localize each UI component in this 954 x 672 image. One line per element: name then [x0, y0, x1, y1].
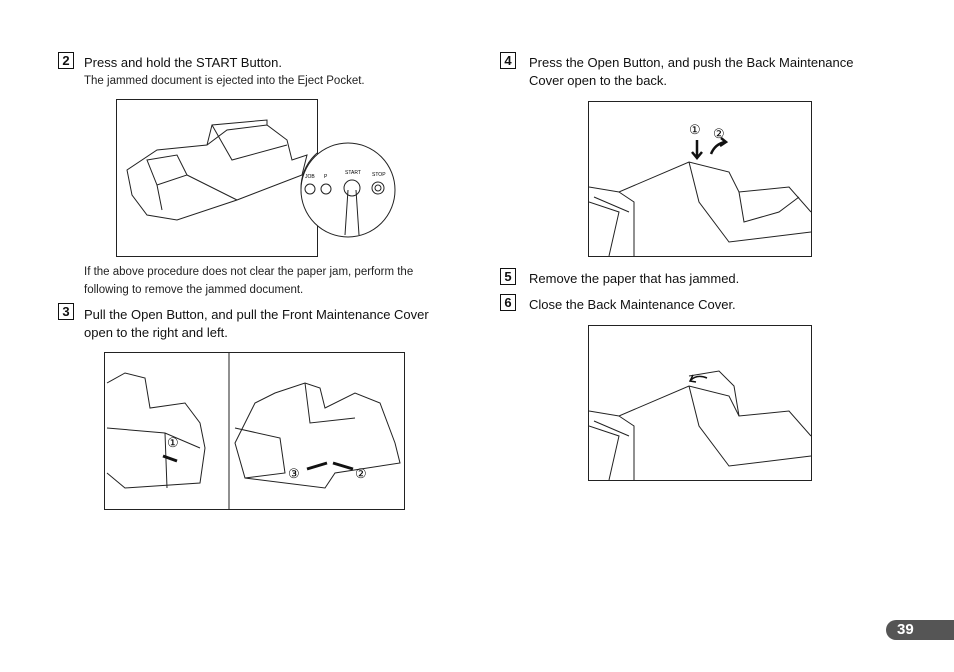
step-number-5: 5	[500, 268, 516, 285]
step-5-text: Remove the paper that has jammed.	[529, 271, 740, 286]
button-panel-closeup: JOB P START STOP	[298, 140, 398, 240]
step-number-2: 2	[58, 52, 74, 69]
button-label-stop: STOP	[372, 172, 386, 178]
step-3-line-2: open to the right and left.	[84, 325, 228, 340]
page-number: 39	[886, 620, 954, 640]
figure-back-cover-open: ① ②	[588, 101, 812, 257]
step-2-subtext: The jammed document is ejected into the …	[84, 75, 365, 87]
step-4-line-1: Press the Open Button, and push the Back…	[529, 55, 854, 70]
figure-start-button	[116, 99, 318, 257]
callout-3: ③	[288, 466, 300, 481]
figure-front-cover: ① ③ ②	[104, 352, 405, 510]
callout-1: ①	[167, 435, 179, 450]
button-label-p: P	[324, 174, 328, 180]
note-line-1: If the above procedure does not clear th…	[84, 266, 414, 278]
button-label-job: JOB	[305, 174, 315, 180]
step-2-text: Press and hold the START Button.	[84, 55, 283, 70]
button-label-start: START	[345, 170, 361, 176]
step-number-4: 4	[500, 52, 516, 69]
callout-1-back: ①	[689, 122, 701, 137]
step-4-line-2: Cover open to the back.	[529, 73, 668, 88]
step-6-text: Close the Back Maintenance Cover.	[529, 297, 736, 312]
callout-2-back: ②	[713, 126, 725, 141]
step-number-6: 6	[500, 294, 516, 311]
step-3-line-1: Pull the Open Button, and pull the Front…	[84, 307, 429, 322]
step-number-3: 3	[58, 303, 74, 320]
callout-2: ②	[355, 466, 367, 481]
note-line-2: following to remove the jammed document.	[84, 284, 304, 296]
figure-back-cover-close	[588, 325, 812, 481]
